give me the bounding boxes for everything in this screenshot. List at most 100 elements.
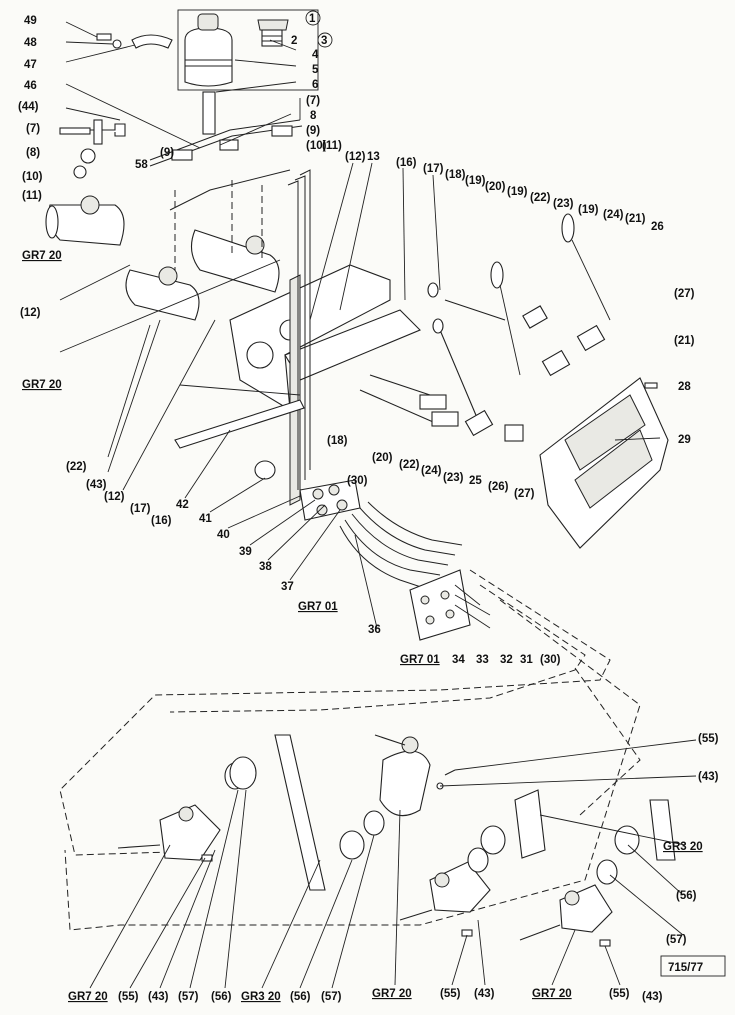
washer-48 bbox=[112, 39, 122, 49]
label-43-left: (43) bbox=[86, 479, 107, 491]
tube-far-right bbox=[649, 799, 676, 861]
label-12-top: (12) bbox=[345, 151, 366, 163]
label-18-mid: (18) bbox=[327, 435, 348, 447]
label-40: 40 bbox=[217, 529, 230, 541]
label-6: 6 bbox=[312, 79, 318, 91]
label-26-mid: (26) bbox=[488, 481, 509, 493]
mounting-bracket bbox=[174, 169, 421, 506]
label-24-mid: (24) bbox=[421, 465, 442, 477]
label-11-left: (11) bbox=[22, 190, 42, 202]
label-16-lower: (16) bbox=[151, 515, 172, 527]
label-38: 38 bbox=[259, 561, 272, 573]
label-19-top-b: (19) bbox=[507, 186, 528, 198]
seal-57-mid bbox=[363, 810, 385, 836]
label-23-top: (23) bbox=[553, 198, 574, 210]
clamp-47 bbox=[131, 34, 173, 49]
label-26-top: 26 bbox=[651, 221, 664, 233]
master-cylinder-lower-mid bbox=[379, 750, 431, 817]
label-12-left: (12) bbox=[20, 307, 41, 319]
reference-box bbox=[660, 955, 726, 977]
label-bottom-57-b: (57) bbox=[321, 991, 342, 1003]
label-7-right: (7) bbox=[306, 95, 320, 107]
pedal-pad-19-left bbox=[490, 261, 504, 289]
callout-circle-1 bbox=[305, 10, 321, 26]
label-42: 42 bbox=[176, 499, 189, 511]
label-bottom-gr720-c: GR7 20 bbox=[532, 988, 572, 1000]
label-46: 46 bbox=[24, 80, 37, 92]
label-27-mid: (27) bbox=[514, 488, 535, 500]
brake-line-b bbox=[169, 169, 291, 211]
label-20-mid: (20) bbox=[372, 452, 393, 464]
reservoir-neck bbox=[197, 13, 219, 31]
grommet-41 bbox=[254, 460, 276, 480]
label-bottom-gr720-b: GR7 20 bbox=[372, 988, 412, 1000]
label-58: 58 bbox=[135, 159, 148, 171]
label-41: 41 bbox=[199, 513, 212, 525]
gasket-56-left bbox=[229, 756, 257, 790]
label-19-top-c: (19) bbox=[578, 204, 599, 216]
cap-filter bbox=[261, 29, 283, 47]
label-22-left: (22) bbox=[66, 461, 87, 473]
label-bottom-56-a: (56) bbox=[211, 991, 232, 1003]
label-8-right: 8 bbox=[310, 110, 317, 122]
tube-right bbox=[514, 789, 546, 859]
label-gr320-right: GR3 20 bbox=[663, 841, 703, 853]
label-16-top: (16) bbox=[396, 157, 417, 169]
label-gr720-mid: GR7 20 bbox=[22, 379, 62, 391]
label-bottom-57-a: (57) bbox=[178, 991, 199, 1003]
label-7-left: (7) bbox=[26, 123, 40, 135]
label-55-right: (55) bbox=[698, 733, 719, 745]
label-29: 29 bbox=[678, 434, 691, 446]
label-17-top: (17) bbox=[423, 163, 444, 175]
label-32: 32 bbox=[500, 654, 513, 666]
label-23-mid: (23) bbox=[443, 472, 464, 484]
junction-plate-lower bbox=[409, 569, 471, 641]
label-49: 49 bbox=[24, 15, 37, 27]
label-30-upper: (30) bbox=[347, 475, 368, 487]
label-bottom-43-b: (43) bbox=[474, 988, 495, 1000]
clevis-27 bbox=[504, 424, 524, 442]
reservoir-detail-frame bbox=[177, 9, 319, 91]
seal-57-right bbox=[596, 859, 618, 885]
label-19-top-a: (19) bbox=[465, 175, 486, 187]
reservoir-cap bbox=[257, 19, 289, 31]
linkage-rods bbox=[359, 213, 611, 442]
label-10-right: (10) bbox=[306, 140, 327, 152]
tube-left bbox=[274, 734, 326, 891]
label-5: 5 bbox=[312, 64, 319, 76]
banjo-9 bbox=[171, 149, 193, 161]
label-17-lower: (17) bbox=[130, 503, 151, 515]
label-37: 37 bbox=[281, 581, 294, 593]
master-cylinder-mid bbox=[125, 269, 200, 321]
label-10-left: (10) bbox=[22, 171, 43, 183]
left-fittings bbox=[59, 33, 303, 211]
label-30-lower: (30) bbox=[540, 654, 561, 666]
label-13: 13 bbox=[367, 151, 380, 163]
label-20-top: (20) bbox=[485, 181, 506, 193]
gasket-56-center bbox=[480, 825, 506, 855]
label-21-right: (21) bbox=[674, 335, 695, 347]
part-labels: 49 48 47 46 (44) (7) (8) (10) (11) GR7 2… bbox=[18, 13, 726, 1003]
label-21-top: (21) bbox=[625, 213, 646, 225]
label-1: 1 bbox=[309, 13, 316, 25]
routing-lines bbox=[59, 569, 641, 931]
label-bottom-55-c: (55) bbox=[609, 988, 630, 1000]
label-47: 47 bbox=[24, 59, 37, 71]
label-56-right: (56) bbox=[676, 890, 697, 902]
label-44: (44) bbox=[18, 101, 39, 113]
label-48: 48 bbox=[24, 37, 37, 49]
reference-number: 715/77 bbox=[668, 962, 703, 974]
label-gr701-upper: GR7 01 bbox=[298, 601, 338, 613]
label-12-lower: (12) bbox=[104, 491, 125, 503]
lower-assemblies bbox=[117, 734, 676, 947]
junction-block bbox=[254, 460, 491, 641]
label-31: 31 bbox=[520, 654, 533, 666]
label-43-right: (43) bbox=[698, 771, 719, 783]
master-cylinder-right bbox=[190, 229, 280, 293]
hose-bundle-36 bbox=[344, 519, 441, 576]
pedal-shaft-42 bbox=[174, 399, 305, 449]
screw-49 bbox=[96, 33, 112, 41]
screw-28 bbox=[644, 382, 658, 389]
reservoir-outlet-tube bbox=[202, 91, 216, 135]
